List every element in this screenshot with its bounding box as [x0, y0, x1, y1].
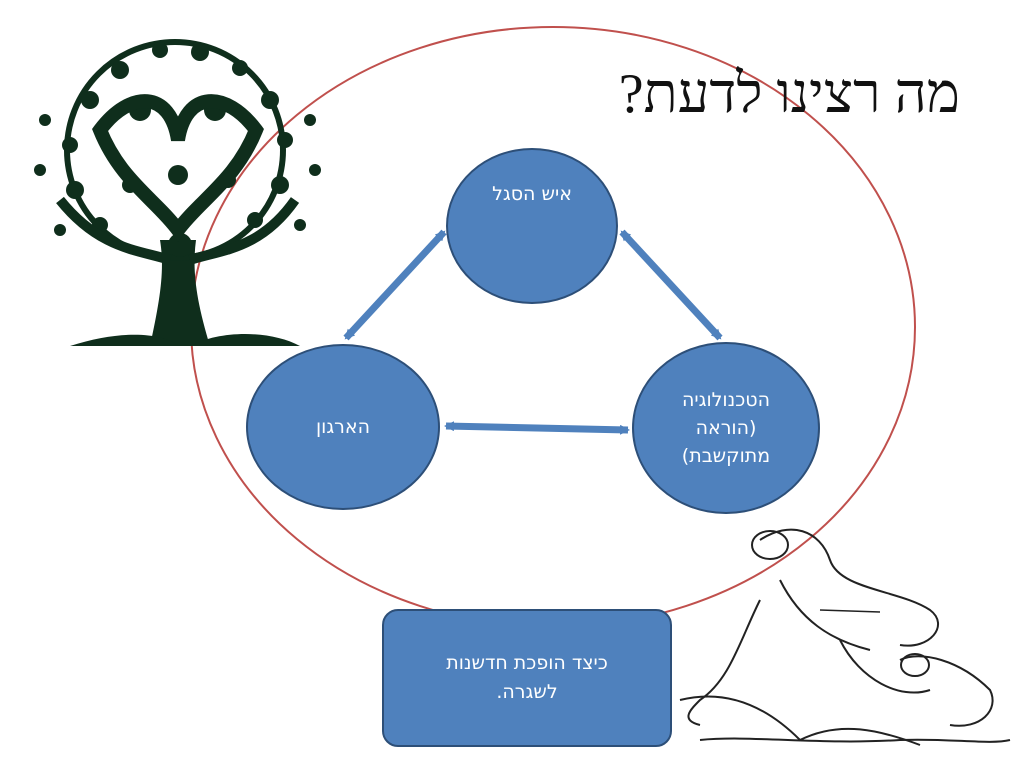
arrow-staff-organization	[343, 229, 447, 341]
node-technology-line-2: (הוראה	[695, 417, 757, 439]
note-box: כיצד הופכת חדשנות לשגרה.	[382, 609, 672, 747]
arrow-staff-technology	[619, 229, 723, 341]
slide-title: מה רצינו לדעת?	[618, 63, 960, 125]
node-organization: הארגון	[246, 344, 440, 510]
node-technology: הטכנולוגיה (הוראה מתוקשבת)	[632, 342, 820, 514]
note-line-2: לשגרה.	[496, 681, 558, 703]
node-staff-member: איש הסגל	[446, 148, 618, 304]
node-organization-label: הארגון	[315, 415, 371, 438]
arrow-organization-technology	[444, 421, 630, 435]
node-technology-line-3: מתוקשבת)	[681, 445, 771, 467]
node-technology-label: הטכנולוגיה (הוראה מתוקשבת)	[682, 386, 770, 470]
people-tree-illustration	[34, 39, 321, 346]
node-technology-line-1: הטכנולוגיה	[681, 389, 771, 411]
node-staff-label: איש הסגל	[492, 182, 572, 205]
technology-education-cartoon	[679, 528, 1011, 746]
note-text: כיצד הופכת חדשנות לשגרה.	[446, 649, 608, 707]
note-line-1: כיצד הופכת חדשנות	[446, 652, 608, 674]
